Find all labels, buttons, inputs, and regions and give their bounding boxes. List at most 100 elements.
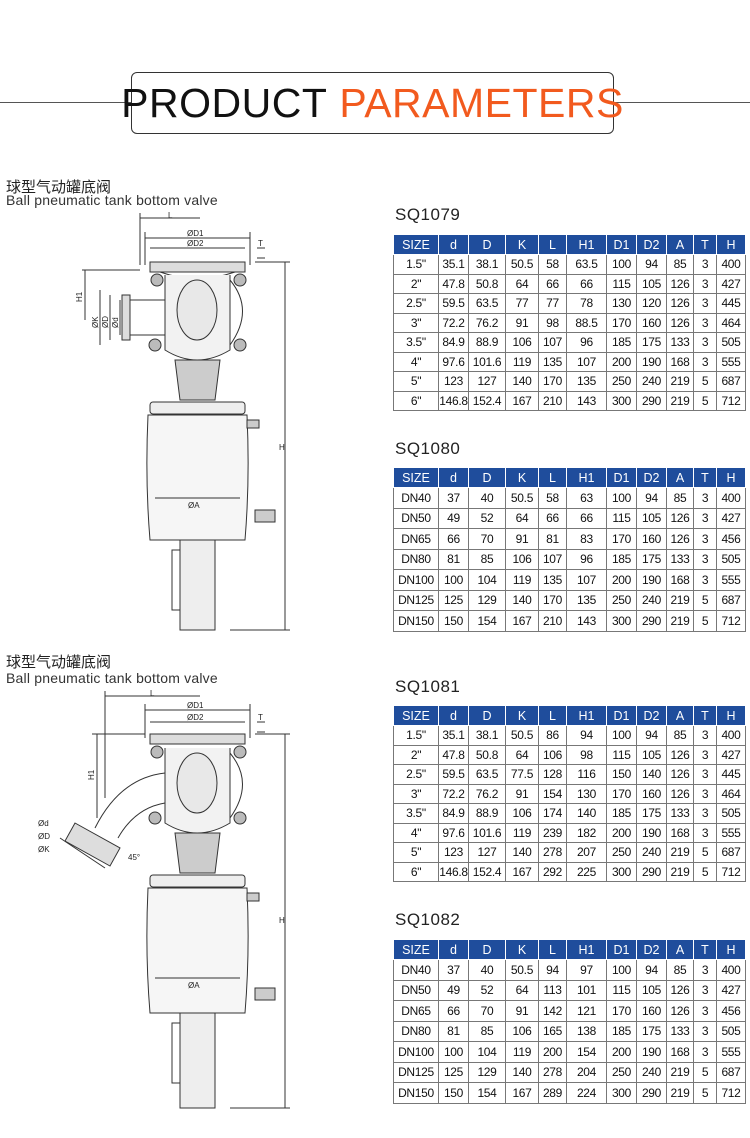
value-cell: 505 [716,332,746,353]
value-cell: 3 [693,528,717,550]
value-cell: 94 [538,959,567,981]
value-cell: 38.1 [468,725,506,746]
value-cell: 100 [606,487,637,509]
value-cell: 63.5 [468,293,506,314]
value-cell: 127 [468,842,506,863]
value-cell: 66 [538,507,567,529]
value-cell: 91 [505,783,539,804]
column-header: T [693,234,717,255]
value-cell: 91 [505,1000,539,1022]
value-cell: 505 [716,548,746,570]
value-cell: 292 [538,861,567,882]
value-cell: 168 [666,1041,694,1063]
value-cell: 85 [666,725,694,746]
value-cell: 175 [636,332,667,353]
value-cell: 64 [505,273,539,294]
size-cell: 1.5" [393,725,439,746]
column-header: H1 [566,467,607,488]
label-k: ØK [91,316,100,328]
value-cell: 91 [505,312,539,333]
value-cell: 154 [468,610,506,632]
value-cell: 250 [606,371,637,392]
value-cell: 3 [693,1000,717,1022]
value-cell: 175 [636,803,667,824]
value-cell: 125 [438,1061,469,1083]
value-cell: 3 [693,959,717,981]
value-cell: 50.5 [505,725,539,746]
value-cell: 64 [505,744,539,765]
label-h: H [279,916,285,925]
value-cell: 210 [538,610,567,632]
size-cell: 6" [393,861,439,882]
value-cell: 115 [606,273,637,294]
value-cell: 3 [693,1041,717,1063]
value-cell: 58 [538,254,567,275]
value-cell: 687 [716,842,746,863]
value-cell: 107 [538,548,567,570]
value-cell: 83 [566,528,607,550]
value-cell: 126 [666,273,694,294]
valve-drawing-angled: L ØD1 ØD2 T H1 Ød ØD ØK 45° ØA H [38,689,290,1109]
column-header: T [693,939,717,960]
value-cell: 100 [438,1041,469,1063]
value-cell: 105 [636,744,667,765]
column-header: H1 [566,234,607,255]
value-cell: 40 [468,959,506,981]
value-cell: 3 [693,312,717,333]
column-header: D2 [636,234,667,255]
size-cell: 3.5" [393,803,439,824]
value-cell: 88.9 [468,803,506,824]
label-h1: H1 [87,769,96,780]
section-2-title-cn: 球型气动罐底阀 [6,654,112,671]
column-header: d [438,467,469,488]
value-cell: 219 [666,861,694,882]
value-cell: 167 [505,390,539,411]
value-cell: 152.4 [468,390,506,411]
value-cell: 712 [716,610,746,632]
value-cell: 3 [693,783,717,804]
value-cell: 300 [606,1082,637,1104]
value-cell: 37 [438,959,469,981]
label-h1: H1 [75,291,84,302]
value-cell: 219 [666,589,694,611]
column-header: D [468,234,506,255]
value-cell: 427 [716,507,746,529]
value-cell: 3 [693,744,717,765]
value-cell: 126 [666,744,694,765]
value-cell: 85 [666,254,694,275]
value-cell: 58 [538,487,567,509]
size-cell: 3" [393,783,439,804]
value-cell: 101.6 [468,822,506,843]
value-cell: 687 [716,371,746,392]
size-cell: DN50 [393,507,439,529]
value-cell: 126 [666,528,694,550]
value-cell: 190 [636,822,667,843]
size-cell: DN80 [393,548,439,570]
value-cell: 200 [606,569,637,591]
column-header: H [716,705,746,726]
value-cell: 150 [438,610,469,632]
value-cell: 182 [566,822,607,843]
value-cell: 52 [468,979,506,1001]
value-cell: 240 [636,1061,667,1083]
label-l: L [150,689,155,698]
value-cell: 225 [566,861,607,882]
column-header: T [693,467,717,488]
value-cell: 3 [693,273,717,294]
value-cell: 127 [468,371,506,392]
value-cell: 129 [468,589,506,611]
value-cell: 143 [566,610,607,632]
size-cell: 2" [393,744,439,765]
value-cell: 119 [505,351,539,372]
column-header: K [505,234,539,255]
label-a: ØA [188,981,200,990]
value-cell: 160 [636,783,667,804]
label-k: ØK [38,845,50,854]
column-header: SIZE [393,705,439,726]
value-cell: 200 [606,351,637,372]
value-cell: 170 [538,371,567,392]
